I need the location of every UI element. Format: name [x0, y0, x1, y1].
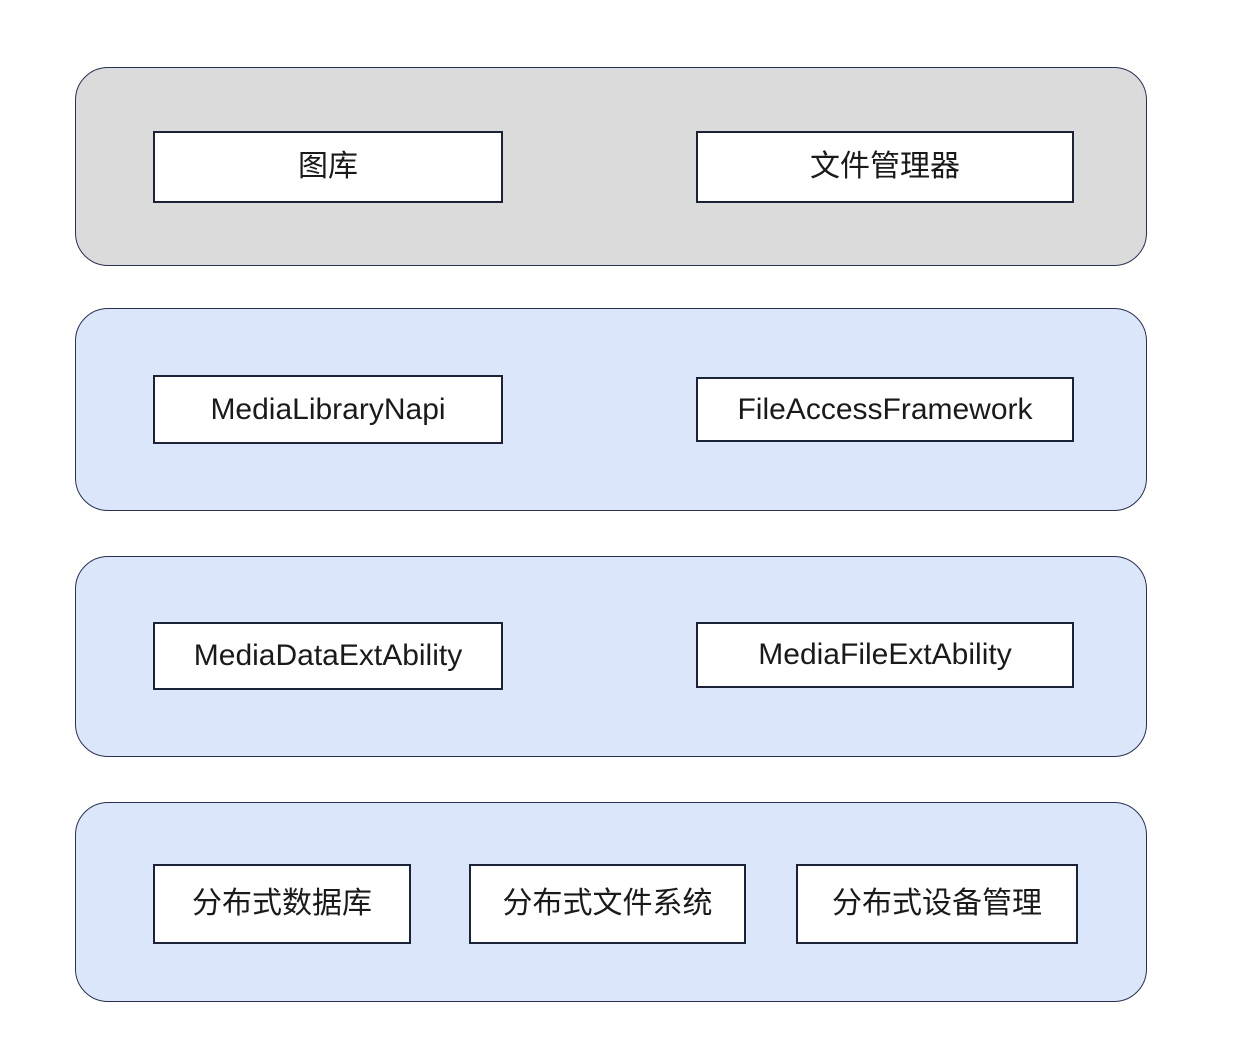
- node-mediadataextability: MediaDataExtAbility: [153, 622, 503, 690]
- node-fileaccessframework-label: FileAccessFramework: [737, 392, 1033, 426]
- node-distributed-database: 分布式数据库: [153, 864, 411, 944]
- node-medialibrarynapi-label: MediaLibraryNapi: [210, 392, 446, 426]
- node-mediafileextability-label: MediaFileExtAbility: [758, 638, 1012, 671]
- node-gallery: 图库: [153, 131, 503, 203]
- node-file-manager-label: 文件管理器: [810, 150, 960, 183]
- node-mediafileextability: MediaFileExtAbility: [696, 622, 1074, 688]
- node-distributed-device-management: 分布式设备管理: [796, 864, 1078, 944]
- node-distributed-file-system: 分布式文件系统: [469, 864, 746, 944]
- node-medialibrarynapi: MediaLibraryNapi: [153, 375, 503, 444]
- layer-applications: 图库 文件管理器: [75, 67, 1147, 266]
- layer-distributed-services: 分布式数据库 分布式文件系统 分布式设备管理: [75, 802, 1147, 1002]
- node-distributed-file-system-label: 分布式文件系统: [502, 887, 713, 920]
- node-distributed-database-label: 分布式数据库: [192, 887, 372, 920]
- node-file-manager: 文件管理器: [696, 131, 1074, 203]
- node-gallery-label: 图库: [298, 150, 358, 183]
- node-distributed-device-management-label: 分布式设备管理: [832, 887, 1042, 920]
- node-fileaccessframework: FileAccessFramework: [696, 377, 1074, 442]
- node-mediadataextability-label: MediaDataExtAbility: [193, 639, 463, 672]
- layer-interface: MediaLibraryNapi FileAccessFramework: [75, 308, 1147, 511]
- layer-abilities: MediaDataExtAbility MediaFileExtAbility: [75, 556, 1147, 757]
